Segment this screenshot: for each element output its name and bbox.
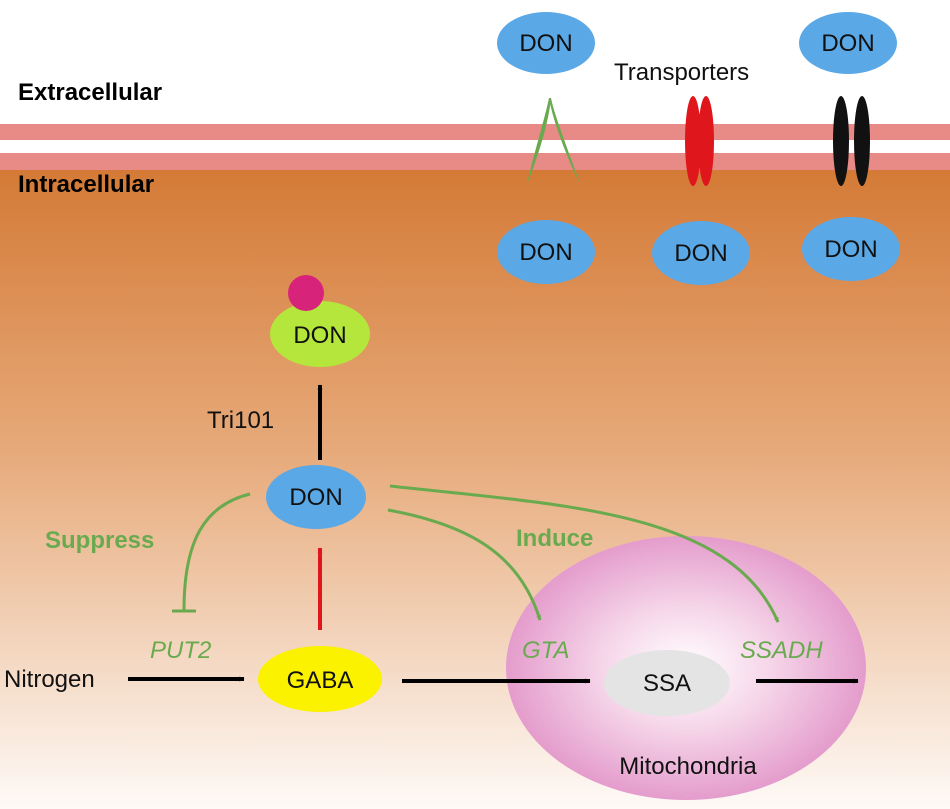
gta-gene-label: GTA (522, 637, 570, 664)
don-extracellular-1-label: DON (519, 30, 572, 57)
don-extracellular-2-label: DON (821, 30, 874, 57)
mitochondria-label: Mitochondria (619, 753, 757, 780)
don-intracellular-3 (802, 217, 900, 281)
put2-gene-label: PUT2 (150, 637, 211, 664)
membrane-gap (0, 140, 950, 153)
membrane-inner-layer (0, 153, 950, 170)
transporter-red (685, 96, 714, 186)
don-intracellular-1 (497, 220, 595, 284)
ssadh-gene-label: SSADH (740, 637, 823, 664)
transporter-black (833, 96, 870, 186)
induce-gta-curve (387, 508, 542, 621)
don-extracellular-2 (799, 12, 897, 74)
gaba-label: GABA (287, 667, 354, 694)
don-central-label: DON (289, 484, 342, 511)
suppress-inhibition-curve (182, 492, 251, 611)
don-extracellular-1 (497, 12, 595, 74)
tri101-label: Tri101 (207, 407, 274, 434)
conjugate-group (288, 275, 324, 311)
ssa-label: SSA (643, 670, 691, 697)
don-intracellular-2-label: DON (674, 240, 727, 267)
transporter-green (527, 98, 580, 184)
extracellular-label: Extracellular (18, 79, 162, 106)
membrane-outer-layer (0, 124, 950, 140)
gaba-node (258, 646, 382, 712)
nitrogen-label: Nitrogen (4, 666, 95, 693)
don-intracellular-1-label: DON (519, 239, 572, 266)
suppress-label: Suppress (45, 527, 154, 554)
transporters-label: Transporters (614, 59, 749, 86)
induce-ssadh-curve (389, 484, 780, 623)
don-central (266, 465, 366, 529)
don-intracellular-3-label: DON (824, 236, 877, 263)
ssa-node (604, 650, 730, 716)
intracellular-label: Intracellular (18, 171, 154, 198)
induce-label: Induce (516, 525, 593, 552)
don-intracellular-2 (652, 221, 750, 285)
don-conjugated-label: DON (293, 322, 346, 349)
don-conjugated (270, 301, 370, 367)
